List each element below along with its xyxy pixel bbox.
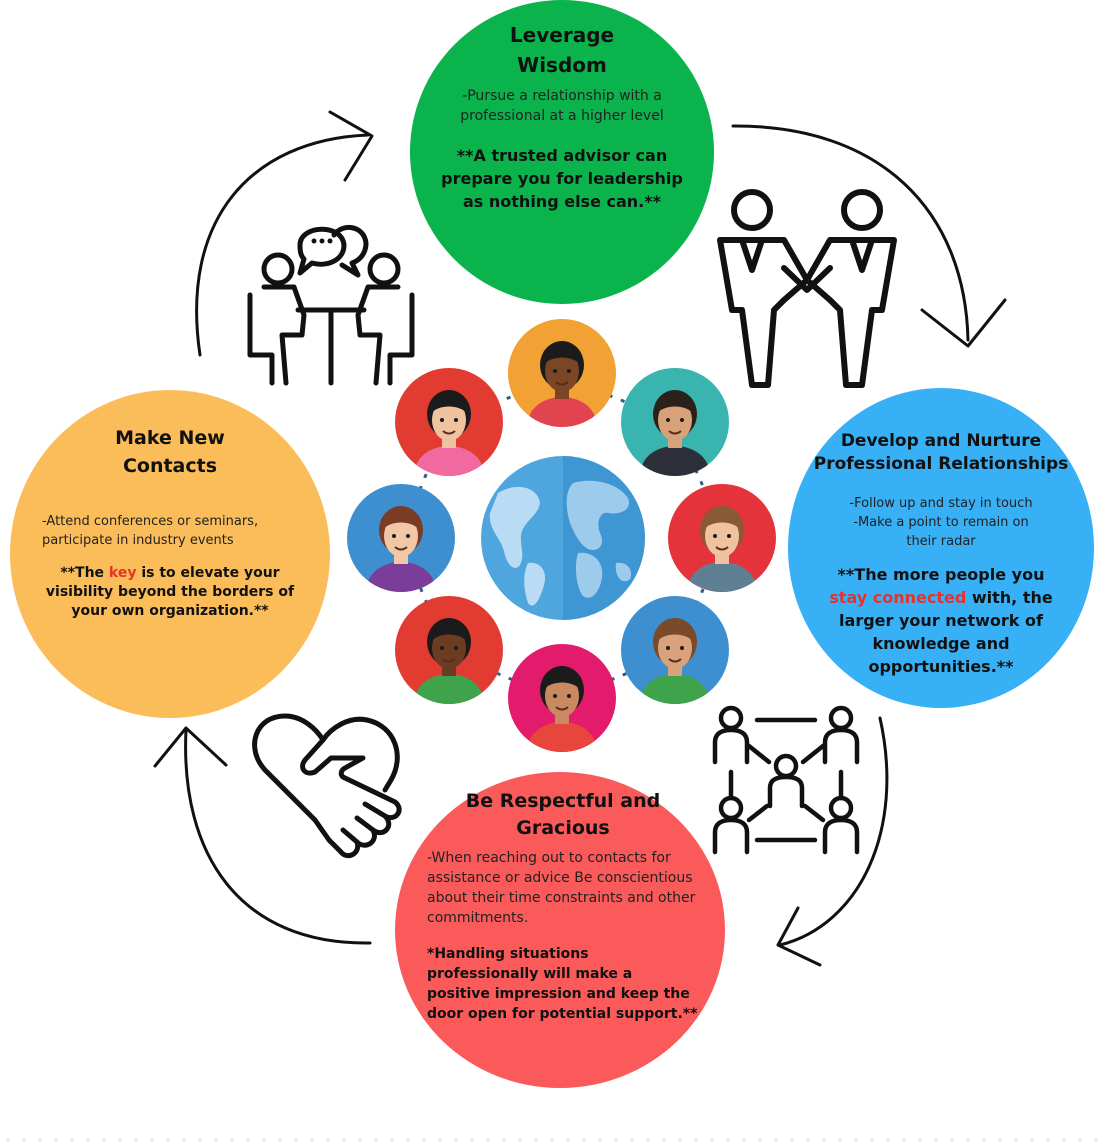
arrow-top-left — [195, 133, 370, 357]
develop-strong-post: with, the larger your network of knowled… — [839, 588, 1053, 676]
contacts-strong-highlight: key — [108, 565, 137, 581]
respect-strong-text: *Handling situations professionally will… — [427, 946, 698, 1022]
respectful-gracious-circle: Be Respectful and Gracious -When reachin… — [395, 772, 725, 1088]
respect-body: -When reaching out to contacts for assis… — [427, 850, 696, 926]
contacts-title-line2: Contacts — [122, 455, 218, 477]
avatar-left-icon — [347, 484, 455, 592]
heart-handshake-icon — [252, 713, 402, 859]
people-talking-at-table-icon — [247, 225, 415, 386]
avatar-bottom-icon — [508, 644, 616, 752]
avatar-bottom-right-icon — [621, 596, 729, 704]
arrow-bottom-right — [778, 716, 889, 947]
arrow-top-left-head — [328, 110, 374, 182]
avatar-right-icon — [668, 484, 776, 592]
arrow-bottom-right-head — [776, 906, 822, 967]
develop-strong-pre: **The more people you — [837, 565, 1045, 584]
avatar-top-right-icon — [621, 368, 729, 476]
contacts-title-line1: Make New — [115, 427, 225, 449]
contacts-body: -Attend conferences or seminars, partici… — [42, 514, 259, 548]
contacts-strong-post: is to elevate your visibility beyond the… — [45, 565, 295, 619]
leverage-title-line2: Wisdom — [517, 53, 607, 77]
develop-strong-highlight: stay connected — [829, 588, 967, 607]
avatar-top-left-icon — [395, 368, 503, 476]
develop-body-line1: -Follow up and stay in touch — [849, 496, 1033, 511]
respect-title-line1: Be Respectful and — [465, 790, 661, 812]
arrow-top-right — [731, 124, 970, 342]
leverage-title-line1: Leverage — [509, 23, 615, 47]
develop-nurture-circle: Develop and Nurture Professional Relatio… — [788, 388, 1094, 708]
avatar-bottom-left-icon — [395, 596, 503, 704]
arrow-top-right-head — [920, 298, 1007, 348]
contacts-strong-text: **The key is to elevate your visibility … — [38, 564, 302, 621]
develop-title-line1: Develop and Nurture — [840, 431, 1042, 451]
two-people-holding-hands-icon — [717, 189, 897, 388]
leverage-body: -Pursue a relationship with a profession… — [460, 88, 664, 124]
make-new-contacts-circle: Make New Contacts -Attend conferences or… — [10, 390, 330, 718]
leverage-wisdom-circle: Leverage Wisdom -Pursue a relationship w… — [410, 0, 714, 304]
develop-title-line2: Professional Relationships — [813, 454, 1069, 474]
globe-icon — [481, 456, 645, 620]
arrow-bottom-left-head — [153, 726, 228, 768]
avatar-top-icon — [508, 319, 616, 427]
leverage-strong-text: **A trusted advisor can prepare you for … — [441, 146, 683, 211]
develop-body-line2: -Make a point to remain on their radar — [853, 515, 1029, 549]
arrow-bottom-left — [184, 728, 372, 945]
network-people-icon — [712, 705, 860, 855]
develop-strong-text: **The more people you stay connected wit… — [820, 563, 1062, 678]
page-dots-decoration — [6, 1138, 1098, 1142]
contacts-strong-pre: **The — [60, 565, 109, 581]
respect-title-line2: Gracious — [516, 817, 610, 839]
